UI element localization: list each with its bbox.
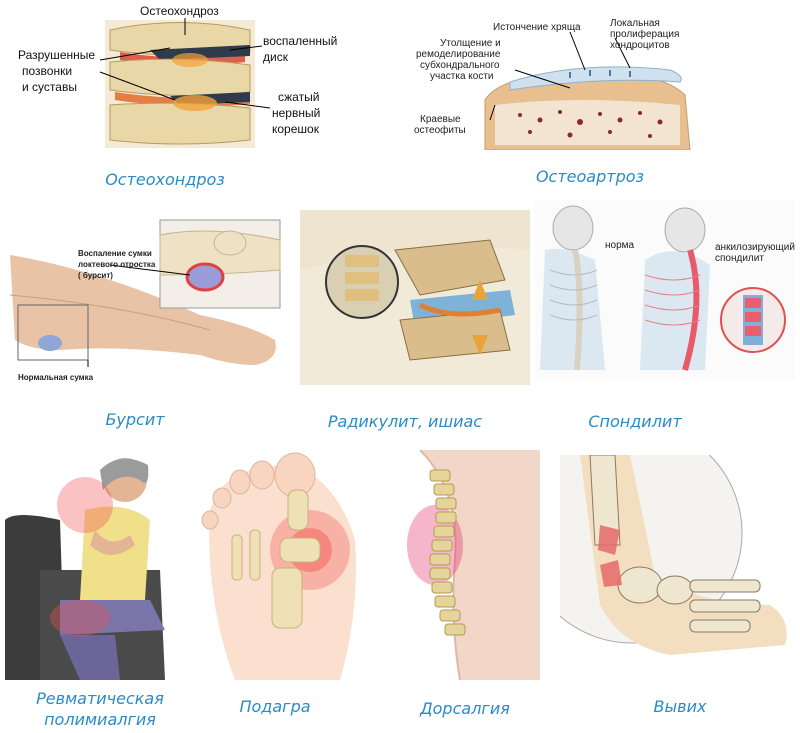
label-disc-1: воспаленный <box>263 34 338 48</box>
label-prolif-2: пролиферация <box>610 29 680 40</box>
label-inflam-3: ( бурсит) <box>78 271 113 280</box>
label-ank-1: анкилозирующий <box>715 242 795 253</box>
label-prolif-1: Локальная <box>610 18 660 29</box>
caption-osteoarthrosis: Остеоартроз <box>535 167 645 186</box>
radiculitis-illustration <box>300 210 530 385</box>
caption-polymyalgia-1: Ревматическая <box>36 689 164 708</box>
label-destroyed-3: и суставы <box>22 80 77 94</box>
spondylitis-illustration: норма анкилозирующий спондилит <box>535 200 795 380</box>
caption-polymyalgia-2: полимиалгия <box>44 710 156 729</box>
vertebra-bottom <box>109 102 251 145</box>
spondylitis-skeleton <box>640 207 710 371</box>
label-osteo-1: Краевые <box>420 114 461 125</box>
label-thick-3: субхондрального <box>420 60 500 71</box>
caption-osteochondrosis: Остеохондроз <box>105 170 225 189</box>
caption-spondylitis: Спондилит <box>588 412 682 431</box>
label-prolif-3: хондроцитов <box>610 40 670 51</box>
caption-dorsalgia: Дорсалгия <box>420 699 510 718</box>
gout-illustration <box>200 450 370 680</box>
label-disc-2: диск <box>263 50 288 64</box>
label-nerve-1: сжатый <box>278 90 320 104</box>
label-destroyed-1: Разрушенные <box>18 48 96 62</box>
caption-radiculitis: Радикулит, ишиас <box>327 412 483 431</box>
osteochondrosis-illustration: Остеохондроз Разрушенные позвонки и суст… <box>0 0 370 150</box>
label-inflam-1: Воспаление сумки <box>78 249 152 258</box>
label-norm: норма <box>605 240 635 251</box>
label-ank-2: спондилит <box>715 253 764 264</box>
polymyalgia-illustration <box>0 450 190 680</box>
normal-skeleton <box>540 205 605 371</box>
osteoarthrosis-illustration: Истончение хряща Локальная пролиферация … <box>400 10 700 150</box>
bursitis-illustration: Воспаление сумки локтевого отростка ( бу… <box>0 215 290 390</box>
label-thick-2: ремоделирование <box>416 49 501 60</box>
caption-gout: Подагра <box>239 697 311 716</box>
caption-dislocation: Вывих <box>653 697 707 716</box>
label-nerve-2: нервный <box>272 106 321 120</box>
dorsalgia-illustration <box>390 450 540 680</box>
label-destroyed-2: позвонки <box>22 64 73 78</box>
label-osteo-2: остеофиты <box>414 125 466 136</box>
label-nerve-3: корешок <box>272 122 319 136</box>
label-thick-1: Утолщение и <box>440 38 501 49</box>
dislocation-illustration <box>560 455 792 685</box>
label-thick-4: участка кости <box>430 71 494 82</box>
caption-bursitis: Бурсит <box>105 410 165 429</box>
label-inflam-2: локтевого отростка <box>78 260 156 269</box>
label-normal: Нормальная сумка <box>18 373 94 382</box>
label-thinning: Истончение хряща <box>493 22 581 33</box>
label-title: Остеохондроз <box>140 4 219 18</box>
